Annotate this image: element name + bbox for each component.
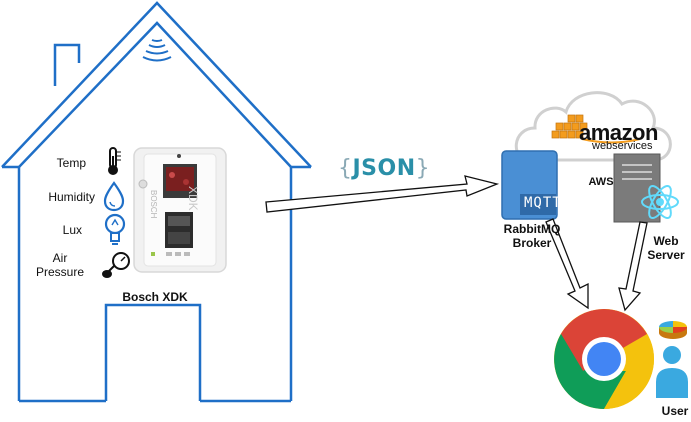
amazon-smile-icon xyxy=(581,138,641,144)
web-server-icon xyxy=(613,153,661,223)
mqtt-badge-text: MQTT xyxy=(524,195,562,211)
pressure-gauge-icon xyxy=(102,252,130,278)
bosch-brand-text: BOSCH xyxy=(149,190,158,219)
thermometer-icon xyxy=(108,147,121,175)
wifi-icon xyxy=(142,39,172,62)
json-close-brace: } xyxy=(415,156,431,181)
light-bulb-icon xyxy=(104,213,126,245)
amazon-subtitle-text: webservices xyxy=(592,140,653,152)
user-label: User xyxy=(661,404,689,418)
chrome-browser-icon xyxy=(554,309,654,409)
pie-chart-icon xyxy=(659,321,687,339)
json-flow-arrow xyxy=(265,175,500,213)
mqtt-broker-icon xyxy=(501,150,558,220)
json-payload-label: {JSON} xyxy=(338,156,430,181)
xdk-logo-text: XDK xyxy=(186,186,200,211)
amazon-brand-text: amazon xyxy=(579,120,658,145)
sensor-label-humidity: Humidity xyxy=(48,190,95,204)
broker-label: RabbitMQ Broker xyxy=(503,222,561,250)
server-to-user-arrow xyxy=(618,221,648,312)
broker-to-user-arrow xyxy=(545,218,589,310)
house-chimney xyxy=(53,43,81,86)
json-text: JSON xyxy=(352,156,416,181)
aws-logo-icon xyxy=(551,114,588,139)
xdk-device xyxy=(133,147,227,273)
web-server-label: Web Server xyxy=(647,234,685,262)
aws-cloud xyxy=(514,91,672,162)
react-logo-icon xyxy=(641,185,679,219)
sensor-label-air-pressure: Air Pressure xyxy=(35,251,85,279)
water-drop-icon xyxy=(103,181,125,212)
aws-label: AWS xyxy=(588,176,614,188)
device-label: Bosch XDK xyxy=(122,290,188,304)
sensor-label-lux: Lux xyxy=(62,223,82,237)
sensor-label-temp: Temp xyxy=(56,156,86,170)
user-icon xyxy=(656,346,688,398)
json-open-brace: { xyxy=(338,156,353,181)
